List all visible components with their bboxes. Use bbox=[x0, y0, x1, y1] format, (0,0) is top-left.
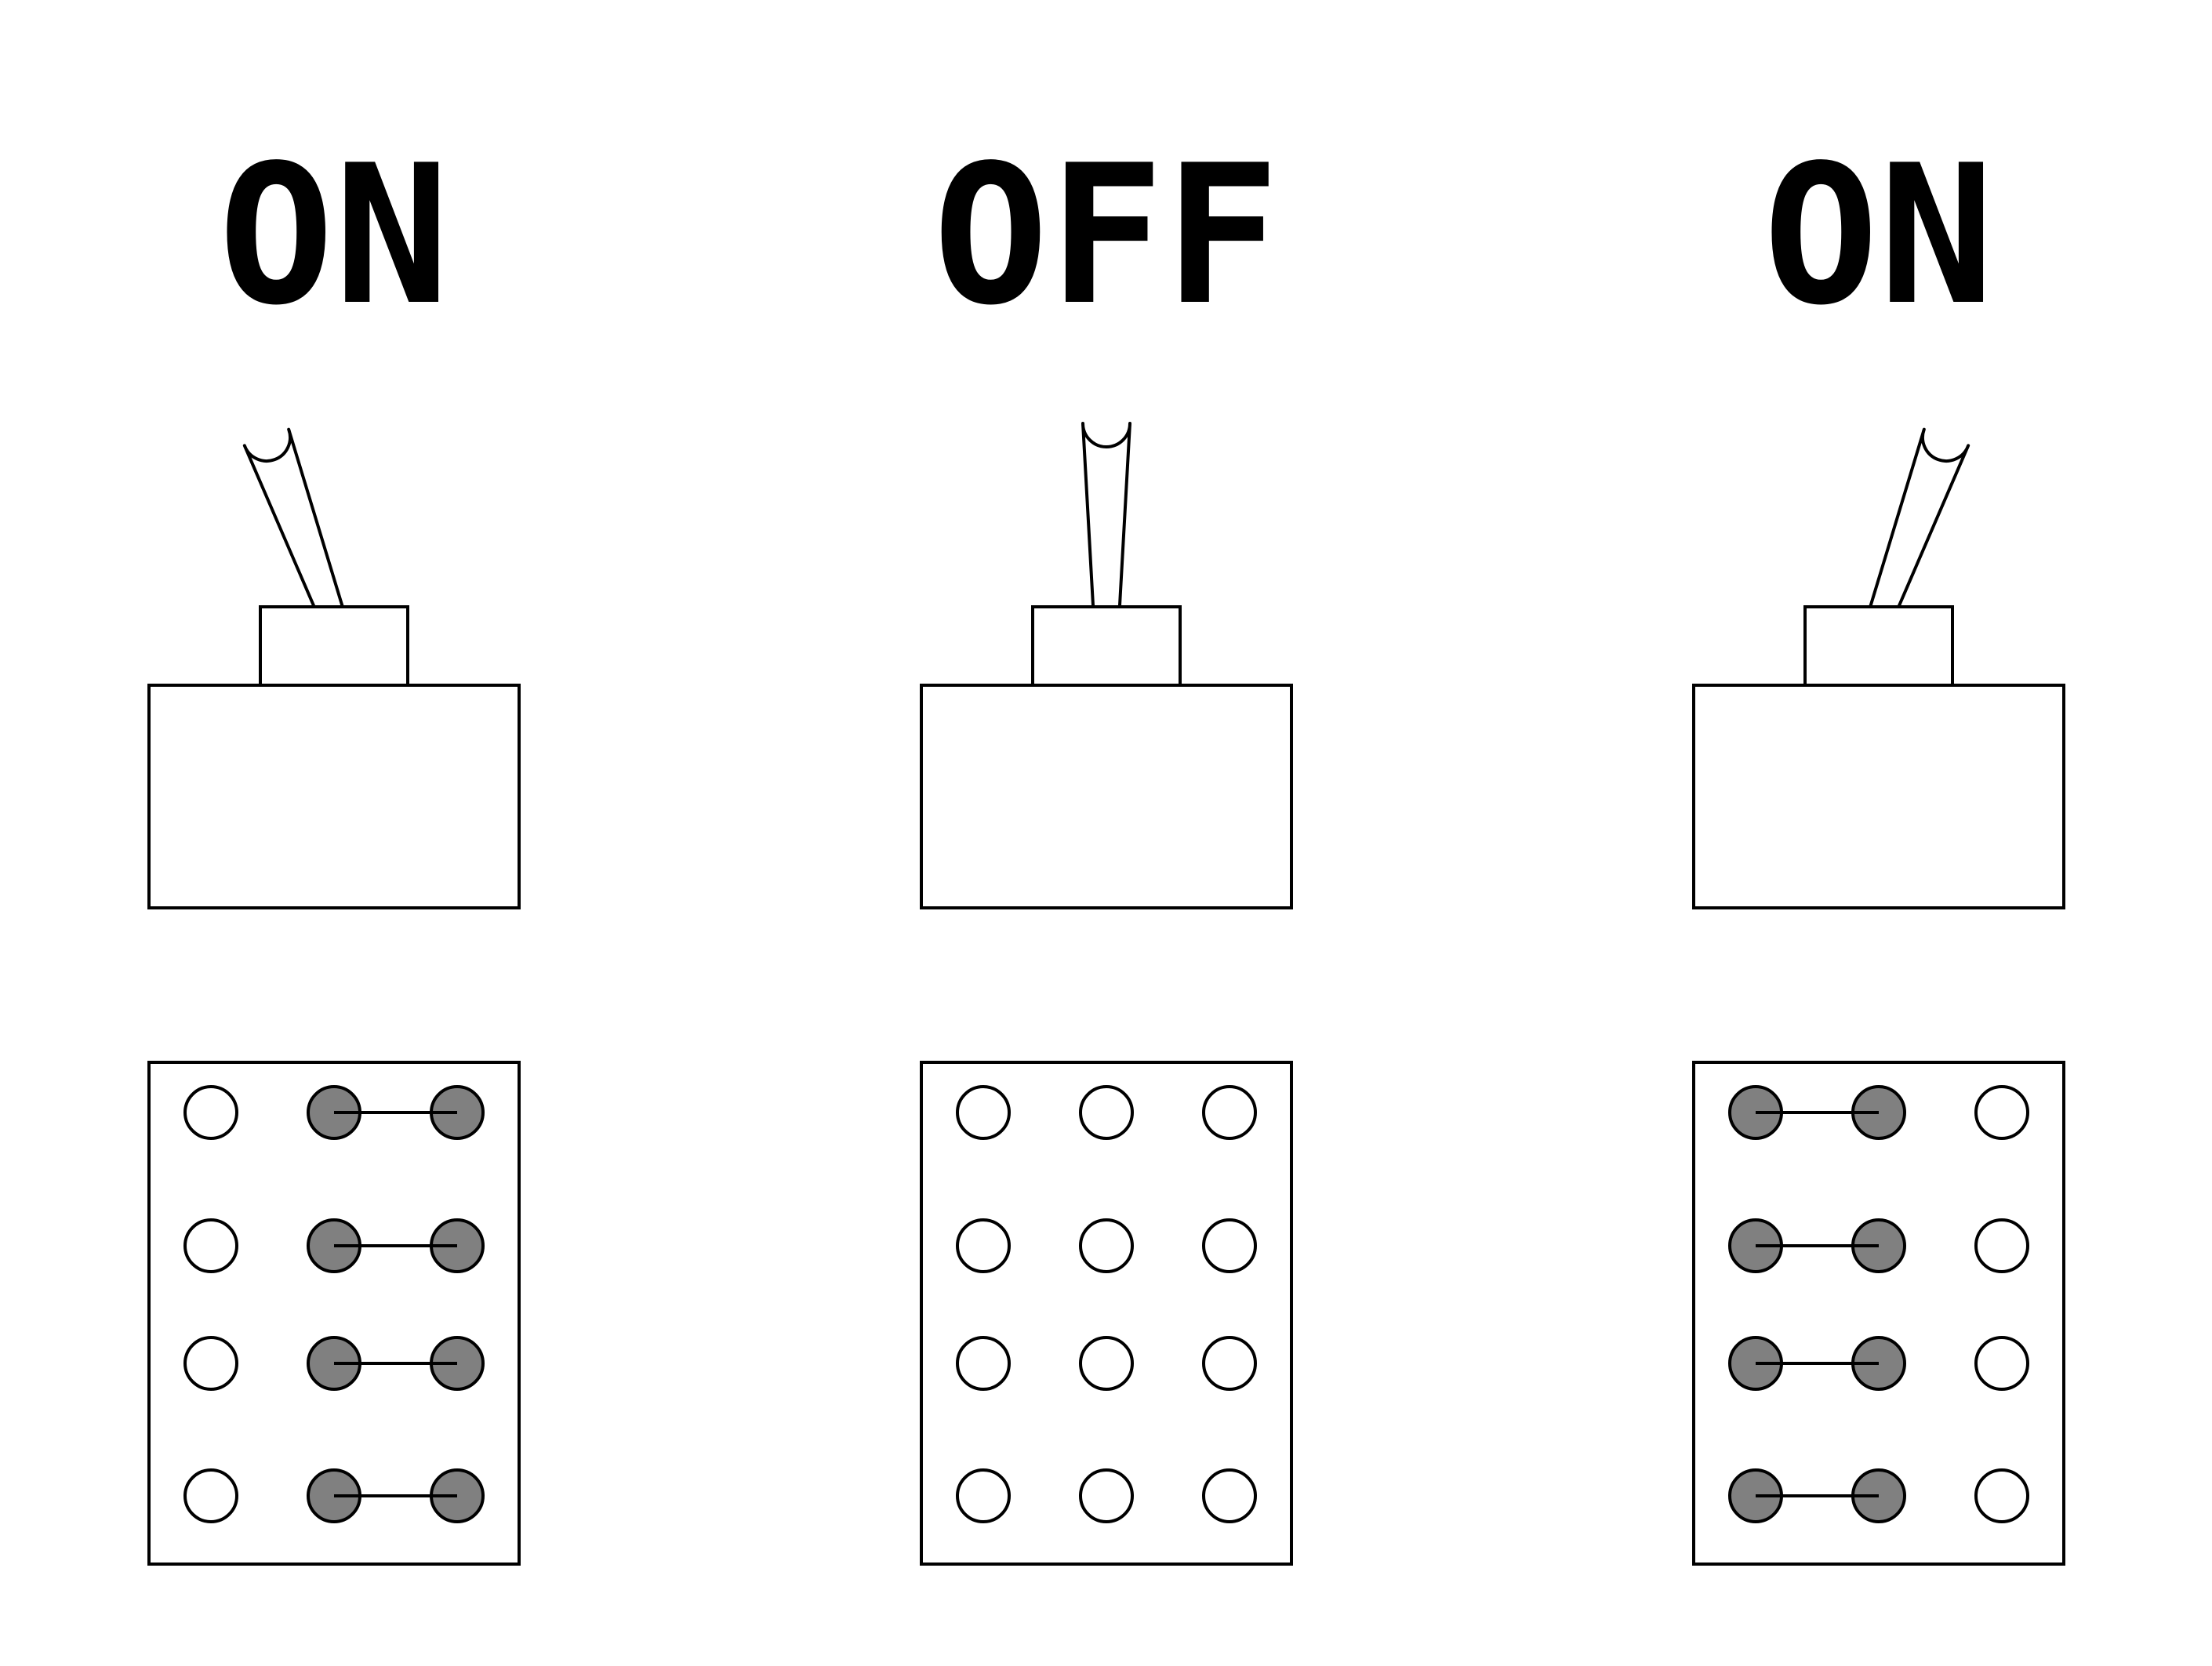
switch-right-housing bbox=[1692, 684, 2065, 909]
switch-middle-lever bbox=[1081, 422, 1131, 621]
terminal-open bbox=[1202, 1085, 1257, 1140]
switch-left-lever bbox=[242, 427, 347, 626]
switch-left-terminal-block bbox=[147, 1061, 521, 1566]
terminal-open bbox=[956, 1218, 1011, 1273]
switch-right-bushing bbox=[1803, 605, 1954, 687]
switch-left-bushing bbox=[259, 605, 409, 687]
switch-left-toggle-body bbox=[147, 427, 521, 909]
terminal-open bbox=[1079, 1085, 1134, 1140]
terminal-open bbox=[183, 1218, 238, 1273]
terminal-open bbox=[1974, 1218, 2029, 1273]
switch-middle-terminal-block bbox=[920, 1061, 1293, 1566]
terminal-open bbox=[1974, 1336, 2029, 1391]
terminal-open bbox=[183, 1468, 238, 1523]
terminal-open bbox=[1202, 1218, 1257, 1273]
terminal-open bbox=[956, 1085, 1011, 1140]
terminal-open bbox=[956, 1468, 1011, 1523]
switch-left-housing bbox=[147, 684, 521, 909]
terminal-open bbox=[1079, 1336, 1134, 1391]
switch-right-unit: ON bbox=[1692, 124, 2065, 1566]
switch-middle-bushing bbox=[1031, 605, 1182, 687]
terminal-open bbox=[1974, 1085, 2029, 1140]
terminal-open bbox=[1079, 1468, 1134, 1523]
terminal-open bbox=[183, 1336, 238, 1391]
switch-middle-unit: OFF bbox=[920, 124, 1293, 1566]
switch-left-state-label: ON bbox=[218, 124, 449, 347]
switch-middle-housing bbox=[920, 684, 1293, 909]
switch-left-unit: ON bbox=[147, 124, 521, 1566]
switch-right-state-label: ON bbox=[1763, 124, 1994, 347]
switch-middle-toggle-body bbox=[920, 422, 1293, 909]
terminal-open bbox=[1202, 1336, 1257, 1391]
switch-right-terminal-block bbox=[1692, 1061, 2065, 1566]
terminal-open bbox=[1079, 1218, 1134, 1273]
terminal-open bbox=[183, 1085, 238, 1140]
terminal-open bbox=[1202, 1468, 1257, 1523]
terminal-open bbox=[1974, 1468, 2029, 1523]
switch-right-toggle-body bbox=[1692, 427, 2065, 909]
switch-right-lever bbox=[1865, 427, 1970, 626]
terminal-open bbox=[956, 1336, 1011, 1391]
switch-middle-state-label: OFF bbox=[933, 124, 1280, 347]
